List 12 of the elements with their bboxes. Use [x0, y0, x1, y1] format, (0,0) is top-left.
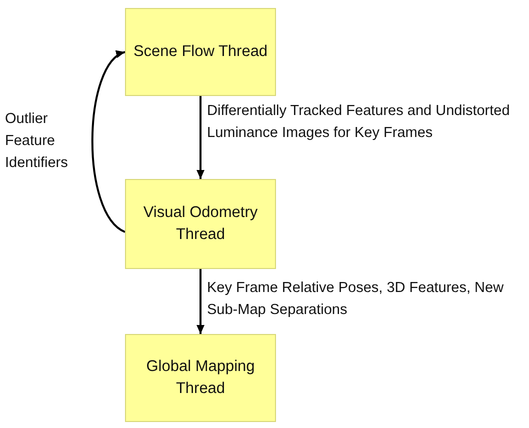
box-label: Visual Odometry Thread	[142, 203, 259, 245]
process-box	[125, 8, 276, 96]
arrow	[196, 96, 204, 179]
arrow	[196, 269, 204, 334]
process-box	[125, 334, 276, 422]
edge-label: Key Frame Relative Poses, 3D Features, New Sub-Map Separations	[207, 279, 505, 320]
edge-label: Differentially Tracked Features and Undistorted Luminance Images for Key Frames	[207, 102, 511, 143]
box-label: Scene Flow Thread	[133, 42, 268, 62]
process-box	[125, 179, 276, 269]
box-label: Global Mapping Thread	[145, 357, 256, 399]
arrow	[91, 51, 126, 233]
edge-label: Outlier Feature Identifiers	[5, 110, 69, 173]
